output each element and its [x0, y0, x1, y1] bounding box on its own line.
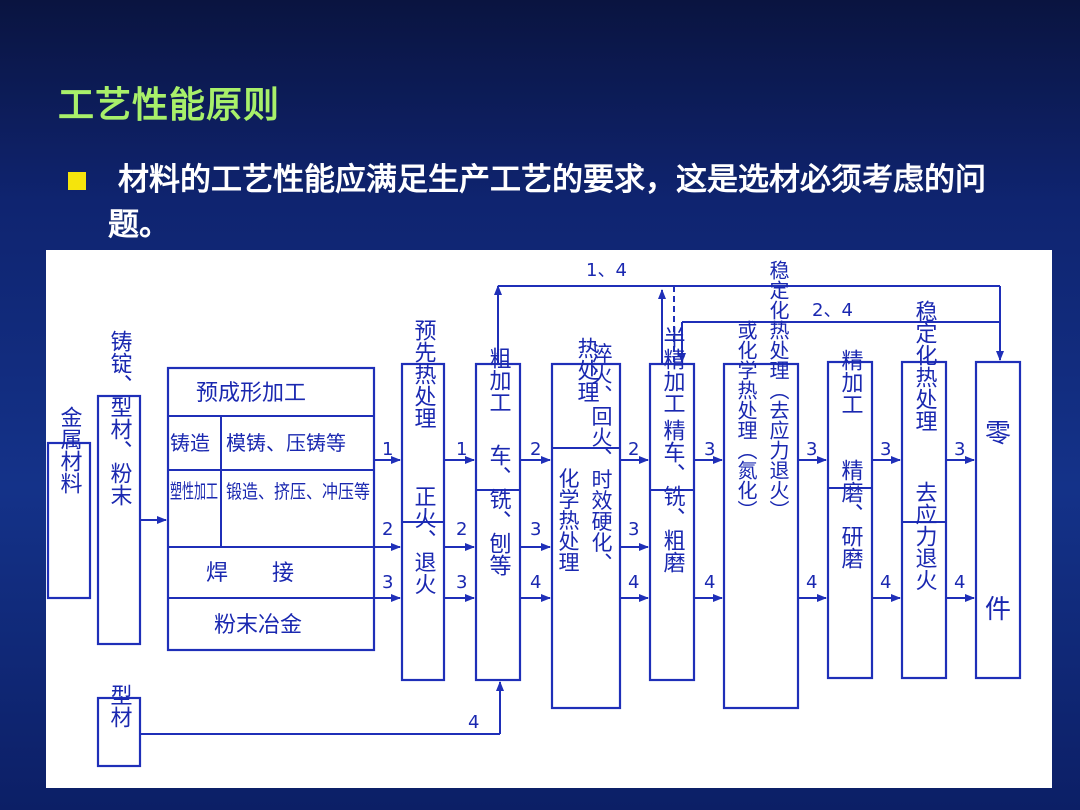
semi-finishing-box — [648, 362, 696, 682]
casting-label: 铸造 — [170, 431, 210, 455]
metal-materials-label: 金属材料 — [57, 406, 83, 494]
preforming-box — [166, 366, 376, 652]
powder-metallurgy-label: 粉末冶金 — [214, 613, 302, 638]
rough-machining-label: 粗加工 — [486, 347, 512, 413]
bullet-text: 材料的工艺性能应满足生产工艺的要求，这是选材必须考虑的问题。 — [108, 162, 986, 243]
casting-methods-label: 模铸、压铸等 — [226, 431, 346, 455]
route-number: 3 — [628, 519, 639, 540]
route-number: 4 — [530, 572, 541, 593]
route-number: 1 — [382, 439, 393, 460]
plastic-working-label: 塑性加工 — [170, 479, 218, 503]
route-number: 2 — [382, 519, 393, 540]
process-diagram-panel: 金属材料 铸锭、型材、粉末 预成形加工 铸造 模铸、压铸等 塑性加工 锻造、挤压… — [46, 250, 1052, 788]
heat-treatment-box — [550, 362, 622, 710]
finishing-methods-label: 精磨、研磨 — [838, 459, 864, 569]
route-number: 2 — [456, 519, 467, 540]
route-number: 3 — [382, 572, 393, 593]
stabilize-chem2-label: 或化学热处理（氮化） — [734, 320, 758, 520]
stabilize-box — [900, 360, 948, 680]
preforming-header: 预成形加工 — [196, 381, 306, 406]
route-number: 4 — [468, 712, 479, 733]
stress-relief-label: 去应力退火 — [912, 481, 938, 591]
route-number: 3 — [880, 439, 891, 460]
process-flow-diagram: 金属材料 铸锭、型材、粉末 预成形加工 铸造 模铸、压铸等 塑性加工 锻造、挤压… — [46, 260, 1022, 768]
stabilize-chem-box — [722, 362, 800, 710]
stabilize-label: 稳定化热处理 — [912, 300, 938, 432]
slide-title: 工艺性能原则 — [58, 85, 281, 126]
route-number: 3 — [806, 439, 817, 460]
finishing-label: 精加工 — [838, 349, 864, 415]
route-number: 4 — [704, 572, 715, 593]
ingot-label: 铸锭、型材、粉末 — [107, 330, 133, 506]
square-bullet-icon — [68, 172, 86, 190]
stabilize-chem-label: 稳定化热处理（去应力退火） — [766, 260, 790, 520]
part-label-top: 零 — [985, 419, 1011, 449]
route-number: 4 — [628, 572, 639, 593]
metal-materials-box — [46, 441, 92, 600]
route-label-1-4: 1、4 — [586, 260, 627, 281]
route-number: 3 — [530, 519, 541, 540]
plastic-methods-label: 锻造、挤压、冲压等 — [226, 481, 370, 503]
route-number: 1 — [456, 439, 467, 460]
chemical-heat-label: 化学热处理 — [556, 468, 580, 573]
route-number: 2 — [530, 439, 541, 460]
route-number: 2 — [628, 439, 639, 460]
normalize-label: 正火、退火 — [411, 485, 437, 595]
semi-finishing-label: 半精加工 — [660, 326, 686, 414]
part-label-bottom: 件 — [985, 595, 1011, 625]
profile-box — [96, 696, 142, 768]
heat-treatment-label: 热处理 — [574, 337, 600, 403]
profile-label: 型材 — [107, 684, 133, 728]
route-number: 4 — [806, 572, 817, 593]
welding-label: 焊 接 — [206, 561, 294, 586]
route-number: 4 — [880, 572, 891, 593]
route-number: 3 — [704, 439, 715, 460]
route-number: 3 — [456, 572, 467, 593]
ingot-box — [96, 394, 142, 646]
part-box — [974, 360, 1022, 680]
preheat-label: 预先热处理 — [411, 319, 437, 429]
route-label-2-4: 2、4 — [812, 300, 853, 321]
semi-methods-label: 精车、铣、粗磨 — [660, 419, 686, 573]
route-number: 3 — [954, 439, 965, 460]
heat-methods-label: 淬火、回火、时效硬化、 — [589, 343, 613, 574]
rough-methods-label: 车、铣、刨等 — [486, 444, 512, 576]
route-number: 4 — [954, 572, 965, 593]
finishing-box — [826, 360, 874, 680]
